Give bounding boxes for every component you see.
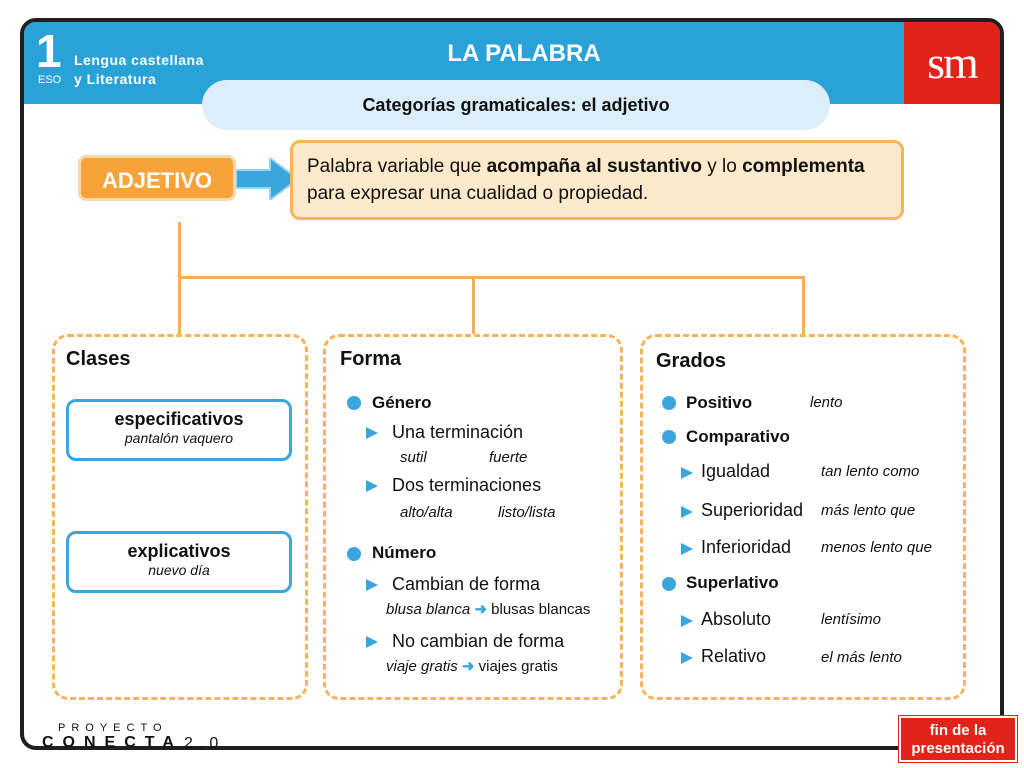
course-name: Lengua castellana (74, 52, 204, 68)
nocambian-label: No cambian de forma (392, 631, 565, 651)
bullet-dot-icon (347, 547, 361, 561)
connector-line (802, 276, 805, 334)
grados-title: Grados (656, 350, 727, 372)
bullet-arrow-icon (366, 480, 378, 492)
example-text: listo/lista (498, 504, 556, 521)
example-text: alto/alta (400, 504, 453, 521)
forma-box (323, 334, 623, 700)
bullet-dot-icon (662, 396, 676, 410)
clase-example: pantalón vaquero (124, 430, 234, 446)
clase-card-especificativos: especificativos pantalón vaquero (66, 399, 292, 461)
arrow-right-icon (236, 158, 300, 200)
dos-terminaciones-label: Dos terminaciones (392, 475, 542, 495)
absoluto-label: Absoluto (701, 609, 772, 629)
comparativo-label: Comparativo (686, 427, 790, 446)
definition-fragment: para expresar una cualidad o propiedad. (307, 183, 649, 204)
bullet-arrow-icon (681, 467, 693, 479)
superlativo-label: Superlativo (686, 573, 779, 592)
clase-name: especificativos (114, 409, 244, 429)
example-text: el más lento (821, 649, 902, 666)
example-text: menos lento que (821, 539, 932, 556)
clase-card-explicativos: explicativos nuevo día (66, 531, 292, 593)
connector-line (178, 276, 805, 279)
bullet-dot-icon (662, 577, 676, 591)
adjetivo-label: ADJETIVO (78, 155, 236, 201)
bullet-arrow-icon (681, 543, 693, 555)
cambian-label: Cambian de forma (392, 574, 541, 594)
connector-line (472, 276, 475, 334)
example-text: blusa blanca ➜ blusas blancas (386, 601, 591, 618)
inferioridad-label: Inferioridad (701, 537, 792, 557)
end-button-line1: fin de la (929, 722, 987, 739)
example-text: lento (810, 394, 843, 411)
bullet-arrow-icon (681, 615, 693, 627)
forma-title: Forma (340, 348, 402, 370)
definition-fragment: y lo (701, 156, 743, 177)
course-level: ESO (38, 74, 62, 86)
bullet-arrow-icon (366, 636, 378, 648)
bullet-dot-icon (347, 396, 361, 410)
definition-box: Palabra variable que acompaña al sustant… (290, 140, 904, 220)
brand-version: 2.0 (184, 735, 225, 752)
grados-box (640, 334, 966, 700)
definition-text: Palabra variable que acompaña al sustant… (307, 156, 865, 204)
clase-name: explicativos (127, 541, 231, 561)
clases-title: Clases (66, 348, 131, 370)
example-text: lentísimo (821, 611, 882, 628)
superioridad-label: Superioridad (701, 500, 804, 520)
example-text: viaje gratis ➜ viajes gratis (386, 658, 558, 675)
end-presentation-button[interactable]: fin de la presentación (898, 715, 1018, 763)
bullet-arrow-icon (366, 579, 378, 591)
subtitle: Categorías gramaticales: el adjetivo (202, 80, 830, 130)
course-number: 1 (36, 25, 62, 77)
publisher-logo: sm (904, 22, 1000, 104)
relativo-label: Relativo (701, 646, 767, 666)
page-title: LA PALABRA (447, 40, 601, 67)
positivo-label: Positivo (686, 393, 753, 412)
bullet-arrow-icon (681, 652, 693, 664)
igualdad-label: Igualdad (701, 461, 771, 481)
genero-label: Género (372, 393, 432, 412)
brand-top: PROYECTO (58, 722, 168, 734)
clase-example: nuevo día (148, 562, 210, 578)
example-text: tan lento como (821, 463, 920, 480)
bullet-arrow-icon (681, 506, 693, 518)
bullet-arrow-icon (366, 427, 378, 439)
example-text: más lento que (821, 502, 916, 519)
arrow-right-icon: ➜ (474, 601, 487, 618)
example-text: fuerte (489, 449, 528, 466)
numero-label: Número (372, 543, 437, 562)
arrow-right-icon: ➜ (461, 658, 475, 675)
definition-emphasis: acompaña al sustantivo (486, 156, 702, 177)
example-text: sutil (400, 449, 427, 466)
end-button-line2: presentación (911, 740, 1005, 757)
brand-logo: CONECTA (42, 734, 183, 751)
definition-fragment: Palabra variable que (307, 156, 487, 177)
course-name-line2: y Literatura (74, 71, 157, 87)
bullet-dot-icon (662, 430, 676, 444)
una-terminacion-label: Una terminación (392, 422, 524, 442)
clases-box (52, 334, 308, 700)
definition-emphasis: complementa (742, 156, 865, 177)
